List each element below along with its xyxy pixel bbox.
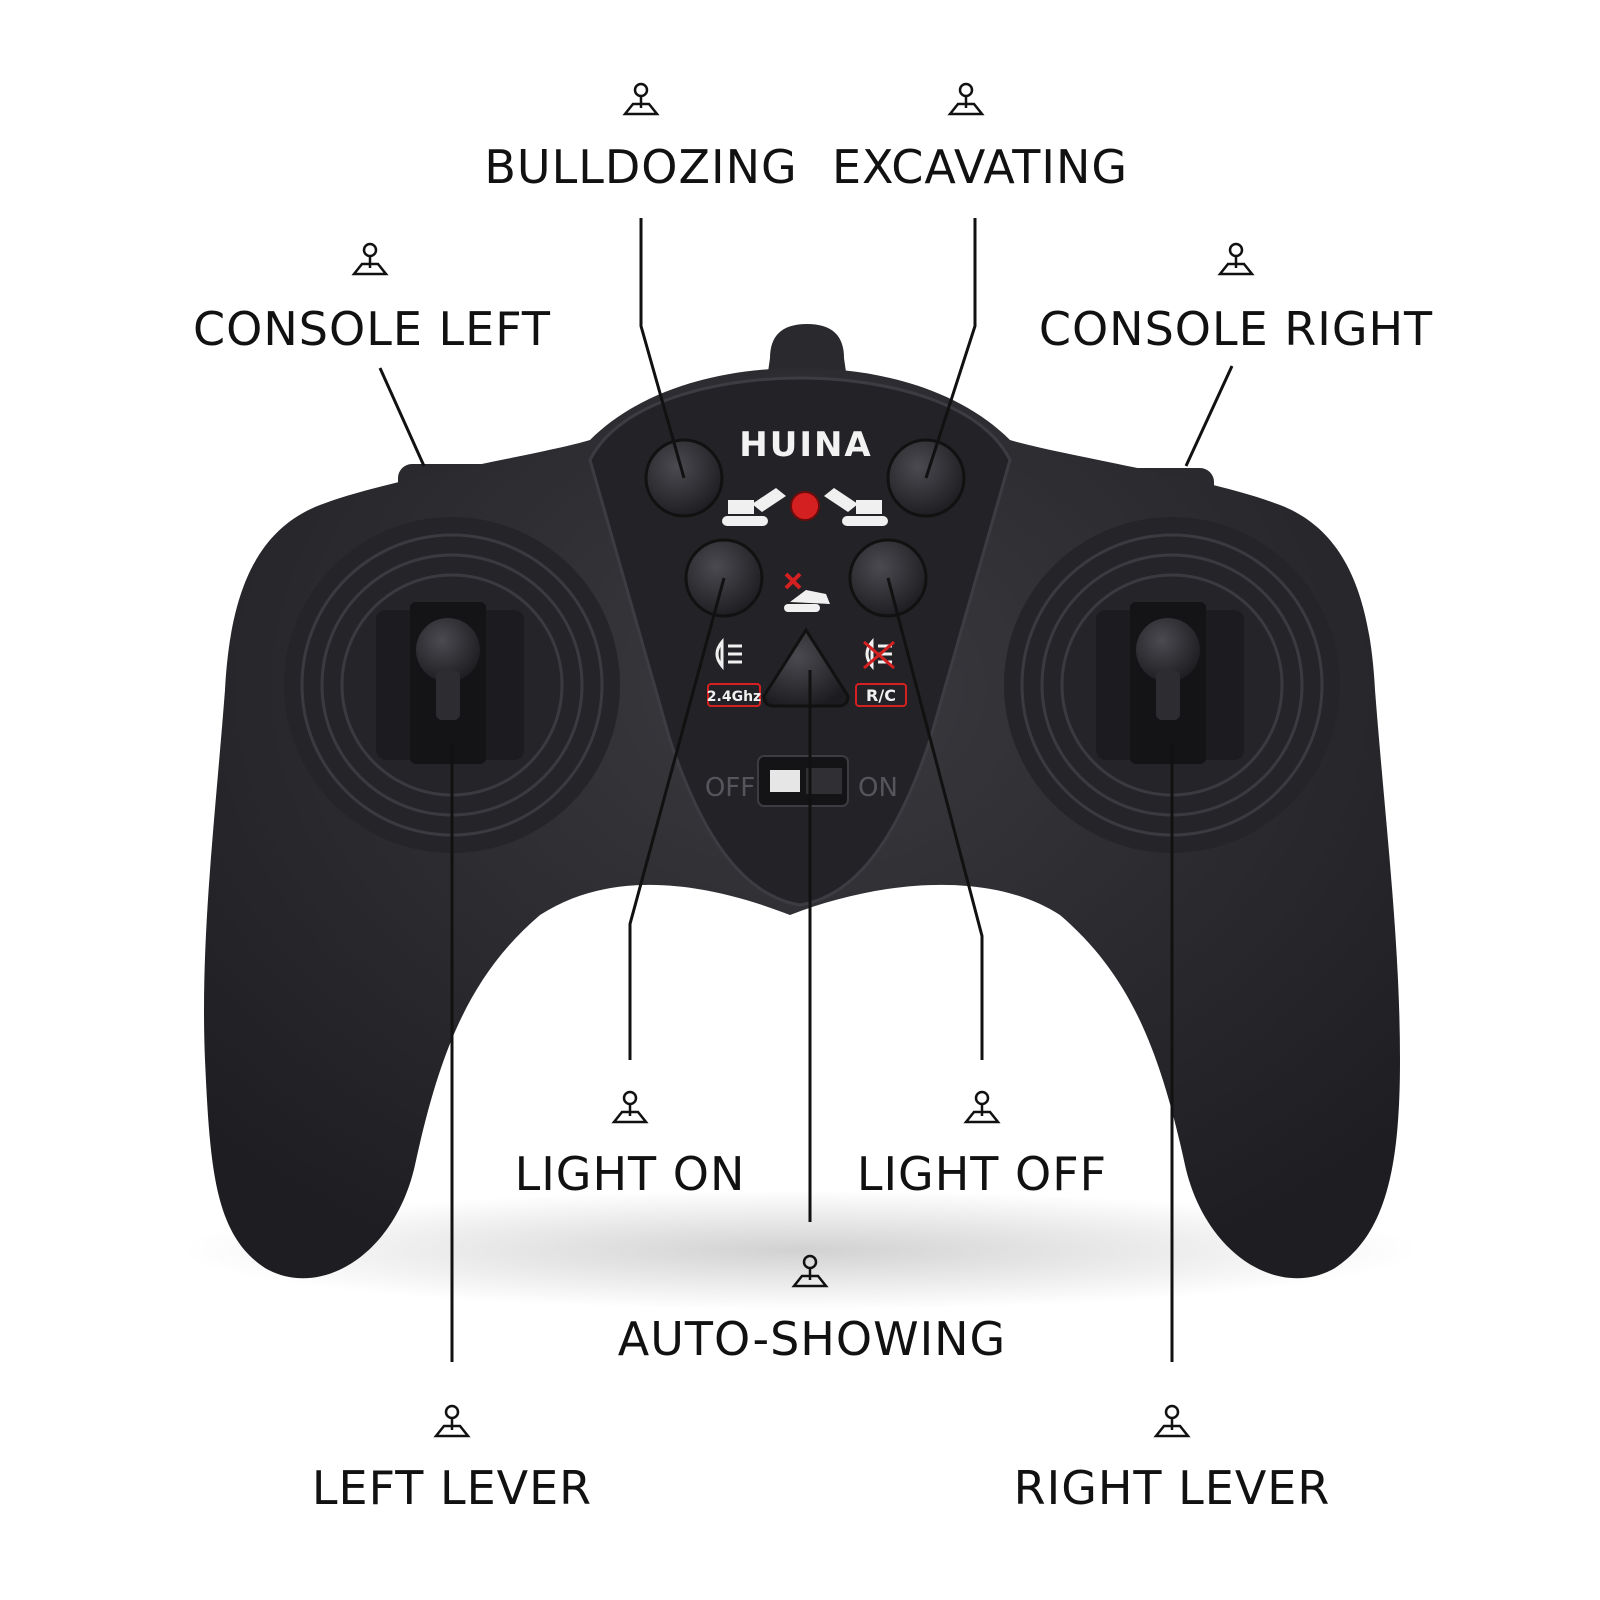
frequency-badge-text: 2.4Ghz (707, 689, 761, 705)
headlight-off-icon (863, 637, 895, 671)
antenna-knob (768, 324, 846, 372)
leader-bulldozing (639, 218, 686, 479)
frequency-badge (707, 683, 761, 707)
pin-icon (611, 1090, 649, 1124)
rc-badge-text: R/C (866, 686, 896, 705)
brand-logo: HUINA (739, 425, 872, 465)
callout-console-left: CONSOLE LEFT (193, 302, 551, 356)
pin-icon (351, 242, 389, 276)
pin-icon (947, 82, 985, 116)
callout-excavating: EXCAVATING (831, 140, 1129, 194)
status-led (790, 491, 820, 521)
callout-console-right: CONSOLE RIGHT (1038, 302, 1434, 356)
pin-icon (622, 82, 660, 116)
leader-excavating (924, 218, 977, 479)
callout-lines (378, 218, 1234, 1362)
pin-icon (963, 1090, 1001, 1124)
switch-off-label: OFF (705, 773, 755, 803)
auto-mode-icon (784, 572, 830, 612)
switch-on-label: ON (858, 773, 898, 803)
callout-right-lever: RIGHT LEVER (1013, 1461, 1331, 1515)
leader-console-right (1184, 365, 1234, 467)
right-joystick[interactable] (1004, 517, 1340, 853)
excavator-right-icon (824, 488, 888, 526)
callout-bulldozing: BULLDOZING (484, 140, 798, 194)
rc-badge (855, 683, 907, 707)
auto-showing-button[interactable] (762, 627, 850, 708)
pin-icon (791, 1254, 829, 1288)
pin-icon (433, 1404, 471, 1438)
power-switch-slider[interactable] (770, 770, 800, 792)
leader-light-off (886, 577, 984, 1060)
callout-light-off: LIGHT OFF (856, 1147, 1108, 1201)
left-joystick[interactable] (284, 517, 620, 853)
pin-icon (1153, 1404, 1191, 1438)
leader-light-on (628, 577, 726, 1060)
callout-auto-showing: AUTO-SHOWING (617, 1312, 1007, 1366)
callout-left-lever: LEFT LEVER (311, 1461, 593, 1515)
leader-console-left (378, 367, 426, 467)
pin-icon (1217, 242, 1255, 276)
callout-light-on: LIGHT ON (514, 1147, 746, 1201)
excavator-left-icon (722, 488, 786, 526)
headlight-on-icon (715, 637, 742, 671)
